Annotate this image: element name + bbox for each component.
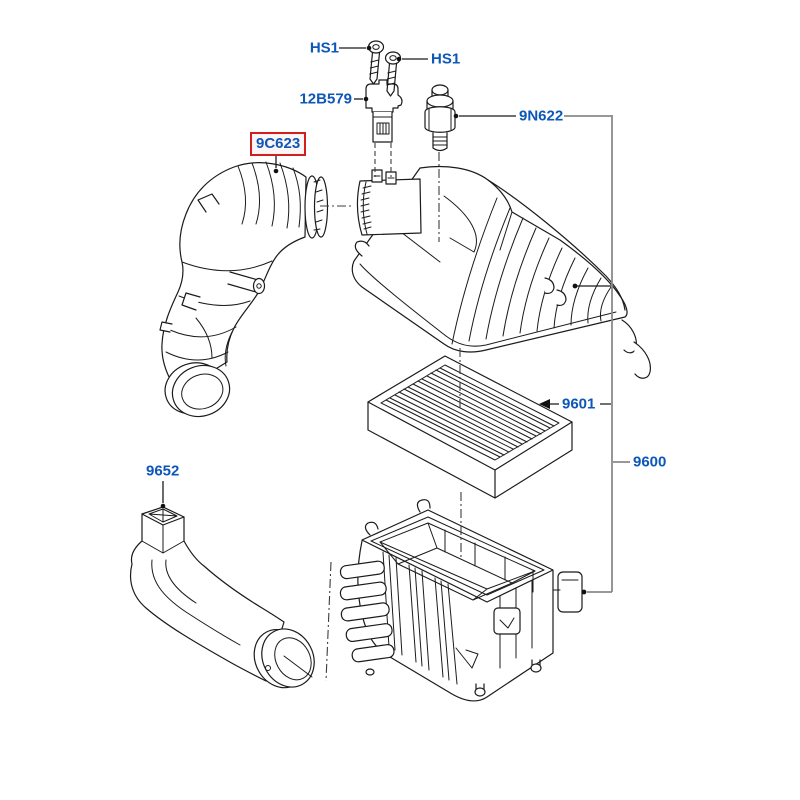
center-axis-lines — [320, 143, 462, 682]
part-label-9601[interactable]: 9601 — [562, 395, 596, 413]
part-label-9600[interactable]: 9600 — [633, 453, 667, 471]
maf-sensor-drawing — [365, 79, 403, 143]
intake-hose-drawing — [159, 161, 329, 418]
part-label-hs1-left[interactable]: HS1 — [309, 39, 339, 57]
air-filter-element-drawing — [367, 355, 573, 499]
assembly-bracket-9600 — [564, 115, 630, 595]
part-label-9652[interactable]: 9652 — [146, 462, 180, 480]
part-label-9C623-highlighted[interactable]: 9C623 — [250, 132, 307, 156]
part-label-9N622[interactable]: 9N622 — [519, 107, 564, 125]
part-label-12B579[interactable]: 12B579 — [299, 90, 352, 108]
leader-lines — [160, 45, 611, 509]
air-cleaner-lower-housing-drawing — [339, 499, 583, 702]
vent-valve-drawing — [424, 84, 456, 152]
outlet-tube-drawing — [356, 169, 422, 236]
screw-hs1-left-drawing — [367, 40, 385, 85]
intake-duct-drawing — [129, 506, 315, 689]
part-label-hs1-right[interactable]: HS1 — [431, 50, 461, 68]
screw-hs1-right-drawing — [384, 51, 402, 97]
